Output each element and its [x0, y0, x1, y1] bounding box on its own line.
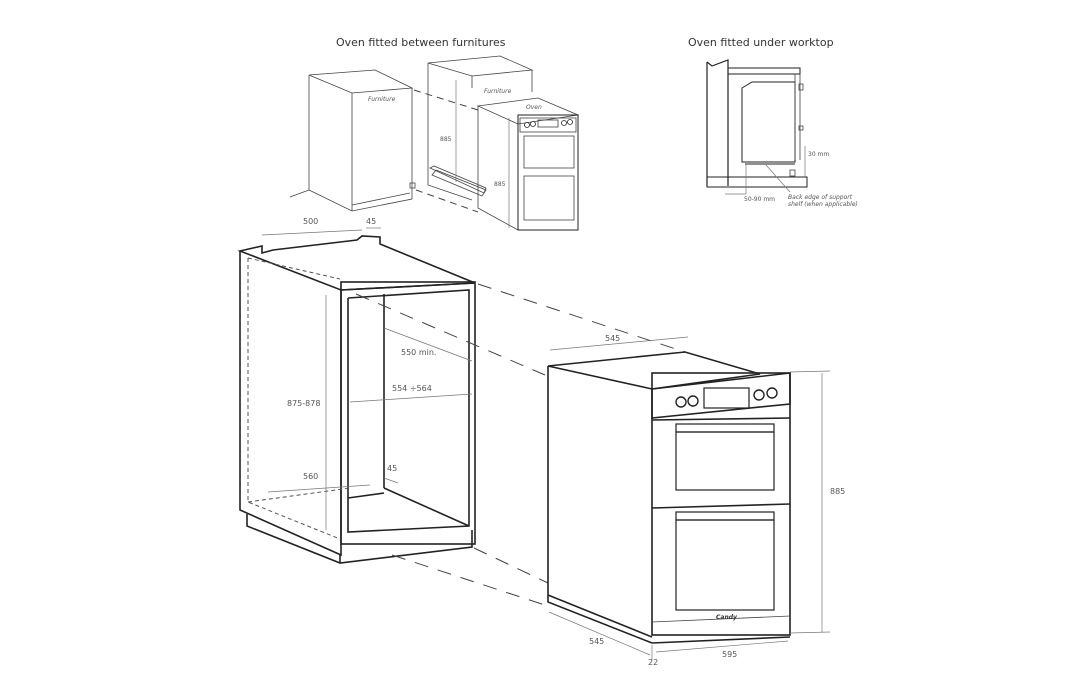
dim-cabinet-bottom-depth: 560: [303, 472, 319, 481]
dim-cabinet-inner-width: 554 ÷564: [392, 384, 432, 393]
dim-niche-height: 885: [440, 136, 452, 143]
label-oven: Oven: [526, 104, 542, 111]
dim-oven-height: 885: [830, 487, 846, 496]
label-furniture-left: Furniture: [368, 96, 396, 103]
title-under-worktop: Oven fitted under worktop: [688, 36, 834, 49]
dim-small-oven-height: 885: [494, 181, 506, 188]
dim-cabinet-inner-depth: 550 min.: [401, 348, 437, 357]
note-support-shelf-1: Back edge of support: [788, 194, 853, 201]
note-support-shelf-2: shelf (when applicable): [788, 201, 858, 208]
large-oven: [547, 336, 831, 660]
dim-oven-front-width: 595: [722, 650, 738, 659]
dim-depth-50-90mm: 50-90 mm: [744, 196, 776, 203]
dim-gap-30mm: 30 mm: [808, 151, 830, 158]
furniture-left: [289, 69, 416, 212]
dim-cabinet-top-depth: 500: [303, 217, 319, 226]
dim-cabinet-top-back: 45: [366, 217, 377, 226]
title-between-furnitures: Oven fitted between furnitures: [336, 36, 506, 49]
cabinet: [237, 227, 476, 564]
oven-brand-logo: Candy: [716, 614, 737, 621]
label-furniture-right: Furniture: [484, 88, 512, 95]
dim-cabinet-height: 875-878: [287, 399, 321, 408]
dim-oven-side-depth: 545: [589, 637, 605, 646]
sketch-under-worktop: [706, 59, 808, 195]
furniture-right: [427, 55, 534, 201]
dim-oven-front-thickness: 22: [648, 658, 659, 667]
sketch-between-furnitures: [289, 55, 580, 231]
dim-cabinet-bottom-back: 45: [387, 464, 398, 473]
small-oven: [476, 97, 580, 231]
dim-oven-top-depth: 545: [605, 334, 621, 343]
